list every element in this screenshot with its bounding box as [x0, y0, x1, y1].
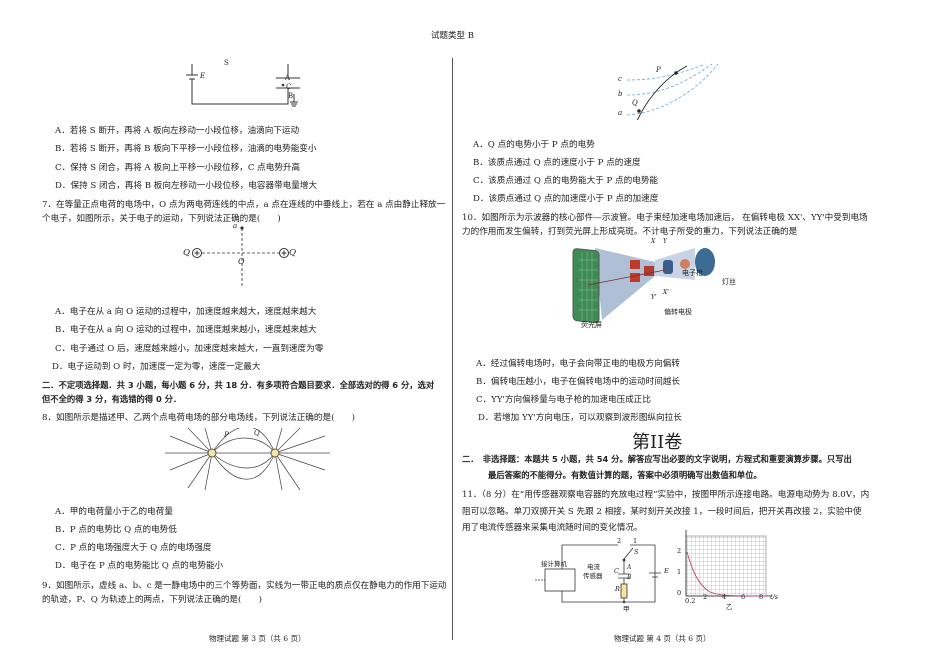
y-tick-1: 1 [677, 568, 682, 576]
computer-label: 接计算机 [541, 560, 567, 568]
q7-option-a: A．电子在从 a 向 O 运动的过程中，加速度越来越大，速度越来越大 [55, 307, 317, 317]
q7-text-line2: 个电子，如图所示，关于电子的运动，下列说法正确的是( ) [42, 214, 281, 224]
q8-option-a: A．甲的电荷量小于乙的电荷量 [55, 507, 173, 517]
y-prime-label: Y' [651, 294, 657, 301]
capacitor-circuit-figure [186, 64, 300, 107]
q7-option-b: B．电子在从 a 向 O 运动的过程中，加速度越来越小，速度越来越大 [55, 325, 317, 335]
plate-a-label: A [627, 564, 632, 571]
plate-b-label: B [288, 92, 294, 100]
point-p-label: P [224, 431, 229, 439]
section2-heading-line2: 但不全的得 3 分，有选错的得 0 分． [42, 394, 182, 404]
line-a-label: a [618, 109, 623, 117]
q10-option-a: A．经过偏转电场时，电子会向带正电的电极方向偏转 [476, 359, 680, 369]
q9-option-a: A．Q 点的电势小于 P 点的电势 [473, 140, 595, 150]
switch-s-label: S [634, 548, 639, 556]
terminal-2-label: 2 [617, 537, 622, 545]
q10-option-c: C．YY'方向偏移量与电子枪的加速电压成正比 [476, 395, 651, 405]
capacitor-c-label: C [614, 567, 619, 575]
terminal-1-label: 1 [633, 537, 638, 545]
sensor-label-2: 传感器 [583, 572, 603, 580]
point-a-label: a [233, 222, 238, 230]
page-footer-right: 物理试题 第 4 页（共 6 页） [614, 634, 711, 643]
q9-text-line1: 9．如图所示，虚线 a、b、c 是一静电场中的三个等势面，实线为一带正电的质点仅… [42, 581, 447, 591]
q11-text-line3: 用了电流传感器来采集电流随时间的变化情况。 [462, 523, 643, 533]
q7-option-c: C．电子通过 O 后，速度越来越小，加速度越来越大，一直到速度为零 [55, 344, 324, 354]
q11-text-line1: 11．（8 分）在“用传感器观察电容器的充放电过程”实验中，按图甲所示连接电路。… [462, 490, 870, 500]
oscilloscope-tube-figure [572, 248, 715, 324]
q11-text-line2: 阻可以忽略。单刀双掷开关 S 先跟 2 相接，某时刻开关改接 1，一段时间后，把… [462, 507, 862, 517]
electron-gun-label: 电子枪 [682, 269, 703, 277]
point-q-label: Q [254, 429, 260, 437]
filament-label: 灯丝 [722, 278, 736, 286]
equipotential-figure [626, 63, 719, 120]
y-label: Y [663, 238, 667, 245]
x-label: X [651, 238, 656, 245]
q7-option-d: D．电子运动到 O 时，加速度一定为零，速度一定最大 [52, 362, 261, 372]
q9-text-line2: 的轨迹，P、Q 为轨迹上的两点，下列说法正确的是( ) [42, 595, 262, 605]
point-o-label: O [238, 257, 245, 266]
screen-label: 荧光屏 [581, 321, 602, 329]
figure-jia-caption: 甲 [623, 605, 630, 613]
charge-left-label: Q [183, 248, 191, 258]
circuit-jia-figure [535, 544, 661, 604]
section3-heading-line1: 二． 非选择题：本题共 5 小题，共 54 分。解答应写出必要的文字说明，方程式… [462, 454, 852, 464]
electrode-label: 偏转电极 [664, 308, 692, 316]
q6-option-c: C．保持 S 闭合，再将 A 板向上平移一小段位移，C 点电势升高 [55, 163, 301, 173]
q8-text: 8．如图所示是描述甲、乙两个点电荷电场的部分电场线，下列说法正确的是( ) [42, 413, 355, 423]
point-p-label: P [656, 66, 661, 74]
q10-option-d: D．若增加 YY'方向电压，可以观察到波形图纵向拉长 [478, 413, 682, 423]
switch-label: S [224, 59, 229, 67]
figure-yi-caption: 乙 [726, 603, 733, 611]
q6-option-a: A．若将 S 断开，再将 A 板向左移动一小段位移，油滴向下运动 [55, 126, 300, 136]
exam-type: 试题类型 B [431, 31, 474, 41]
resistor-r-label: R [615, 585, 620, 593]
emf-label: E [200, 72, 206, 80]
q10-text-line2: 力的作用而发生偏转，打到荧光屏上形成亮斑。不计电子所受的重力，下列说法正确的是 [462, 227, 798, 237]
q9-option-b: B．该质点通过 Q 点的速度小于 P 点的速度 [473, 158, 641, 168]
line-b-label: b [618, 90, 623, 98]
x-axis-label: t/s [770, 593, 779, 601]
plate-a-label: A [285, 74, 291, 82]
electric-field-lines-figure [165, 428, 330, 491]
sensor-label-1: 电流 [587, 563, 600, 571]
x-tick-8: 8 [759, 593, 764, 601]
q7-text-line1: 7．在等量正点电荷的电场中，O 点为两电荷连线的中点，a 点在连线的中垂线上，若… [42, 200, 446, 210]
x-tick-2: 2 [703, 593, 708, 601]
point-q-label: Q [632, 99, 638, 107]
q9-option-d: D．该质点通过 Q 点的加速度小于 P 点的加速度 [473, 194, 659, 204]
volume-ii-title: 第II卷 [632, 432, 683, 453]
q6-option-b: B．若将 S 断开，再将 B 板向下平移一小段位移，油滴的电势能变小 [55, 144, 317, 154]
q10-option-b: B．偏转电压越小，电子在偏转电场中的运动时间越长 [476, 377, 680, 387]
y-tick-2: 2 [677, 547, 682, 555]
column-divider [452, 58, 453, 640]
q8-option-d: D．电子在 P 点的电势能比 Q 点的电势能小 [55, 561, 224, 571]
q6-option-d: D．保持 S 闭合，再将 B 板向左移动一小段位移，电容器带电量增大 [55, 181, 318, 191]
page-footer-left: 物理试题 第 3 页（共 6 页） [209, 634, 306, 643]
q10-text-line1: 10．如图所示为示波器的核心部件—示波管。电子束经加速电场加速后， 在偏转电极 … [462, 213, 868, 223]
charge-right-label: Q [289, 248, 297, 258]
point-c-label: C [286, 83, 292, 91]
section3-heading-line2: 最后答案的不能得分。有数值计算的题，答案中必须明确写出数值和单位。 [488, 470, 762, 480]
x-tick-4: 4 [722, 593, 727, 601]
x-tick-0-2: 0.2 [685, 597, 696, 605]
plate-b-label: B [627, 574, 632, 581]
x-prime-label: X' [663, 289, 669, 296]
current-time-graph [685, 530, 772, 597]
q9-option-c: C．该质点通过 Q 点的电势能大于 P 点的电势能 [473, 176, 659, 186]
section2-heading-line1: 二．不定项选择题．共 3 小题，每小题 6 分，共 18 分．有多项符合题目要求… [42, 380, 435, 390]
emf-e-label: E [664, 567, 669, 575]
y-tick-0: 0 [677, 589, 682, 597]
q8-option-b: B．P 点的电势比 Q 点的电势低 [55, 525, 177, 535]
line-c-label: c [618, 75, 622, 83]
q8-option-c: C．P 点的电场强度大于 Q 点的电场强度 [55, 543, 212, 553]
x-tick-6: 6 [741, 593, 746, 601]
point-charges-figure [192, 226, 289, 288]
